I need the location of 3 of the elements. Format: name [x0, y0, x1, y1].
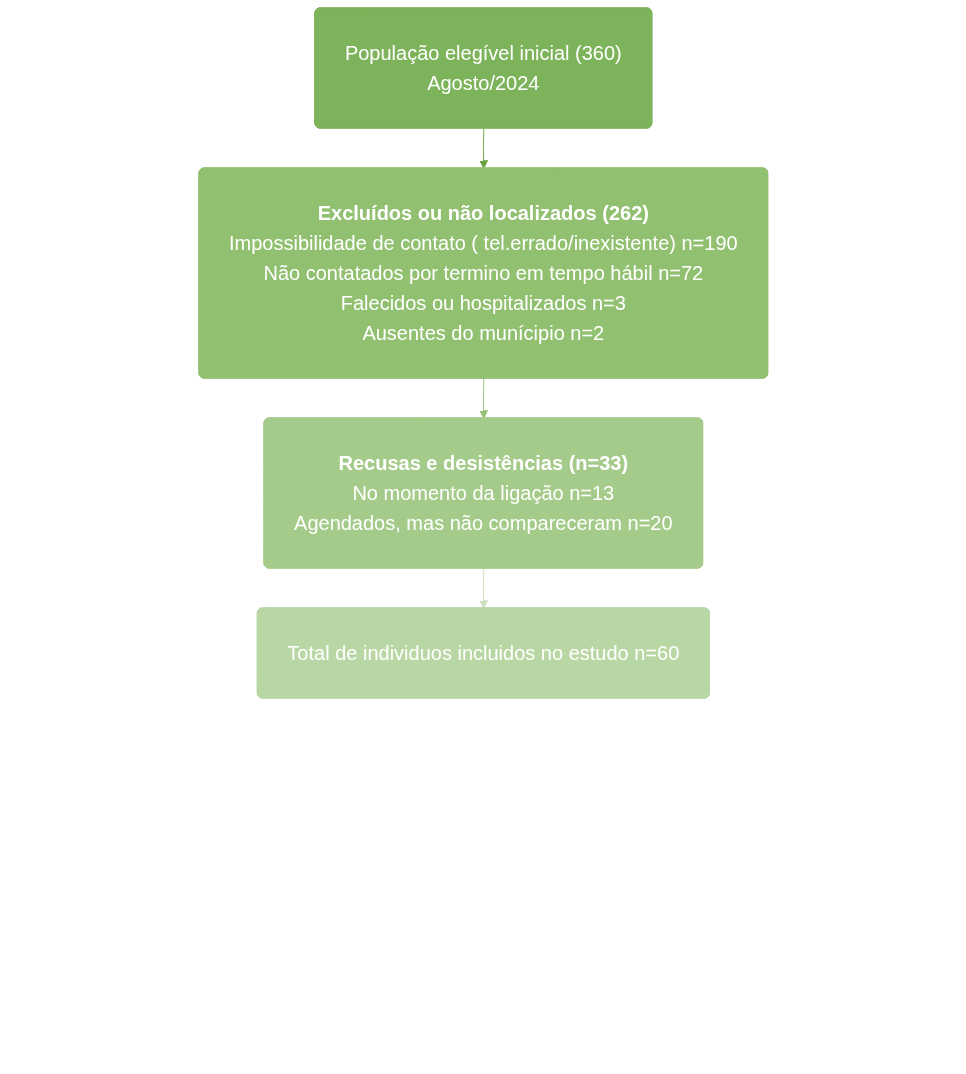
- arrow: [478, 568, 488, 609]
- arrow: [478, 378, 488, 419]
- arrow: [478, 128, 488, 169]
